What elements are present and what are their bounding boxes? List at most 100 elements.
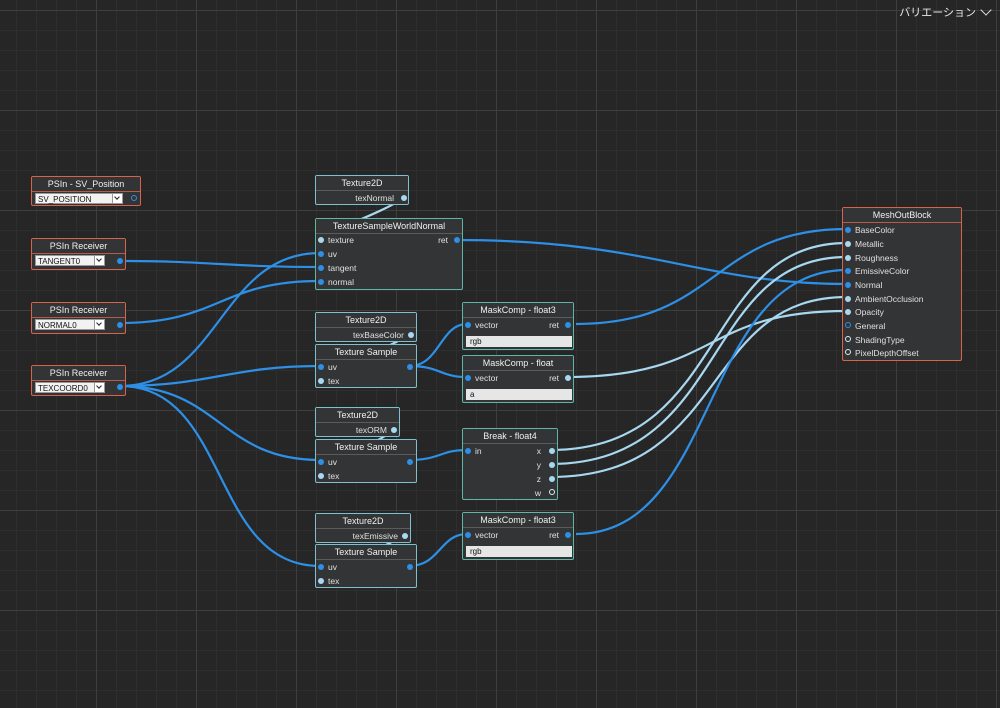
mask-field[interactable]: rgb: [466, 546, 572, 557]
output-pin-z[interactable]: [549, 476, 555, 482]
output-pin[interactable]: [407, 564, 413, 570]
input-pin-ambientocclusion[interactable]: [845, 296, 851, 302]
semantic-select[interactable]: TANGENT0: [35, 255, 105, 266]
input-pin-metallic[interactable]: [845, 241, 851, 247]
input-pin-tex[interactable]: [318, 378, 324, 384]
node-texture-sample-2[interactable]: Texture Sample uv tex: [315, 439, 417, 483]
output-pin[interactable]: [407, 459, 413, 465]
node-texture2d-basecolor[interactable]: Texture2D texBaseColor: [315, 312, 417, 342]
node-texture2d-emissive[interactable]: Texture2D texEmissive: [315, 513, 411, 543]
node-texture-sample-1[interactable]: Texture Sample uv tex: [315, 344, 417, 388]
input-pin-shadingtype[interactable]: [845, 336, 851, 342]
output-pin[interactable]: [565, 532, 571, 538]
node-texture2d-normal[interactable]: Texture2D texNormal: [315, 175, 409, 205]
input-label: uv: [328, 562, 337, 572]
node-psin-receiver-tangent[interactable]: PSIn Receiver TANGENT0: [31, 238, 126, 270]
output-pin[interactable]: [117, 384, 123, 390]
output-pin[interactable]: [454, 237, 460, 243]
input-pin-in[interactable]: [465, 448, 471, 454]
chevron-down-icon: [94, 383, 104, 392]
output-pin[interactable]: [131, 195, 137, 201]
input-pin-pixeldepthoffset[interactable]: [845, 349, 851, 355]
input-pin-uv[interactable]: [318, 364, 324, 370]
output-pin[interactable]: [391, 427, 397, 433]
variation-label: バリエーション: [899, 7, 976, 19]
wire-break-ao: [549, 295, 848, 479]
output-label: texEmissive: [352, 531, 398, 541]
input-pin-normal[interactable]: [845, 282, 851, 288]
node-title: MeshOutBlock: [843, 208, 961, 223]
input-pin-vector[interactable]: [465, 532, 471, 538]
input-label: uv: [328, 249, 337, 259]
node-break-float4[interactable]: Break - float4 in x y z w: [462, 428, 558, 500]
input-pin-tangent[interactable]: [318, 265, 324, 271]
input-pin-uv[interactable]: [318, 459, 324, 465]
output-label: ret: [549, 320, 559, 330]
input-pin-opacity[interactable]: [845, 309, 851, 315]
chevron-down-icon: [980, 4, 992, 16]
input-label: tangent: [328, 263, 357, 273]
input-pin-general[interactable]: [845, 322, 851, 328]
output-label: texBaseColor: [352, 330, 404, 340]
input-label: texture: [328, 235, 354, 245]
wire-break-roughness: [549, 255, 848, 466]
output-pin[interactable]: [402, 533, 408, 539]
node-title: MaskComp - float3: [463, 303, 573, 318]
input-label: tex: [328, 576, 340, 586]
node-title: PSIn Receiver: [32, 366, 125, 381]
wire-break-metallic: [549, 241, 848, 452]
input-pin-vector[interactable]: [465, 322, 471, 328]
node-psin-receiver-normal[interactable]: PSIn Receiver NORMAL0: [31, 302, 126, 334]
input-pin-roughness[interactable]: [845, 255, 851, 261]
output-pin-w[interactable]: [549, 489, 555, 495]
node-texture-sample-3[interactable]: Texture Sample uv tex: [315, 544, 417, 588]
output-pin-x[interactable]: [549, 448, 555, 454]
output-pin-y[interactable]: [549, 462, 555, 468]
node-psin-sv-position[interactable]: PSIn - SV_Position SV_POSITION: [31, 176, 141, 206]
output-label: ret: [438, 235, 448, 245]
input-label: vector: [475, 530, 499, 540]
wire-uv-ts1: [119, 364, 321, 388]
output-pin[interactable]: [565, 375, 571, 381]
output-pin[interactable]: [565, 322, 571, 328]
wire-tangent: [119, 259, 321, 269]
node-mesh-out-block[interactable]: MeshOutBlock BaseColor Metallic Roughnes…: [842, 207, 962, 361]
node-title: PSIn Receiver: [32, 239, 125, 254]
input-pin-basecolor[interactable]: [845, 227, 851, 233]
node-maskcomp-float3-2[interactable]: MaskComp - float3 vector ret rgb: [462, 512, 574, 560]
mask-field[interactable]: a: [466, 389, 572, 400]
input-pin-vector[interactable]: [465, 375, 471, 381]
node-texture2d-orm[interactable]: Texture2D texORM: [315, 407, 400, 437]
semantic-select[interactable]: NORMAL0: [35, 319, 105, 330]
input-pin-uv[interactable]: [318, 564, 324, 570]
variation-menu[interactable]: バリエーション: [899, 4, 992, 20]
input-label: tex: [328, 376, 340, 386]
node-maskcomp-float3-1[interactable]: MaskComp - float3 vector ret rgb: [462, 302, 574, 350]
wire-normal: [119, 279, 321, 325]
input-pin-uv[interactable]: [318, 251, 324, 257]
node-psin-receiver-texcoord[interactable]: PSIn Receiver TEXCOORD0: [31, 365, 126, 396]
wire-uv-tswn: [119, 251, 321, 388]
node-texture-sample-world-normal[interactable]: TextureSampleWorldNormal texture uv tang…: [315, 218, 463, 290]
input-pin-tex[interactable]: [318, 473, 324, 479]
input-pin-normal[interactable]: [318, 279, 324, 285]
wire-ts2-break: [408, 448, 468, 462]
output-pin[interactable]: [401, 195, 407, 201]
output-pin[interactable]: [117, 322, 123, 328]
wire-mask1-basecolor: [575, 227, 848, 326]
output-pin[interactable]: [407, 364, 413, 370]
output-pin[interactable]: [408, 332, 414, 338]
node-title: TextureSampleWorldNormal: [316, 219, 462, 234]
input-label: General: [855, 321, 886, 331]
input-pin-emissivecolor[interactable]: [845, 268, 851, 274]
semantic-select[interactable]: TEXCOORD0: [35, 382, 105, 393]
input-pin-texture[interactable]: [318, 237, 324, 243]
output-label: texORM: [355, 425, 387, 435]
input-label: tex: [328, 471, 340, 481]
output-pin[interactable]: [117, 258, 123, 264]
node-maskcomp-float[interactable]: MaskComp - float vector ret a: [462, 355, 574, 403]
input-pin-tex[interactable]: [318, 578, 324, 584]
semantic-select[interactable]: SV_POSITION: [35, 193, 123, 204]
input-label: EmissiveColor: [855, 266, 910, 276]
mask-field[interactable]: rgb: [466, 336, 572, 347]
